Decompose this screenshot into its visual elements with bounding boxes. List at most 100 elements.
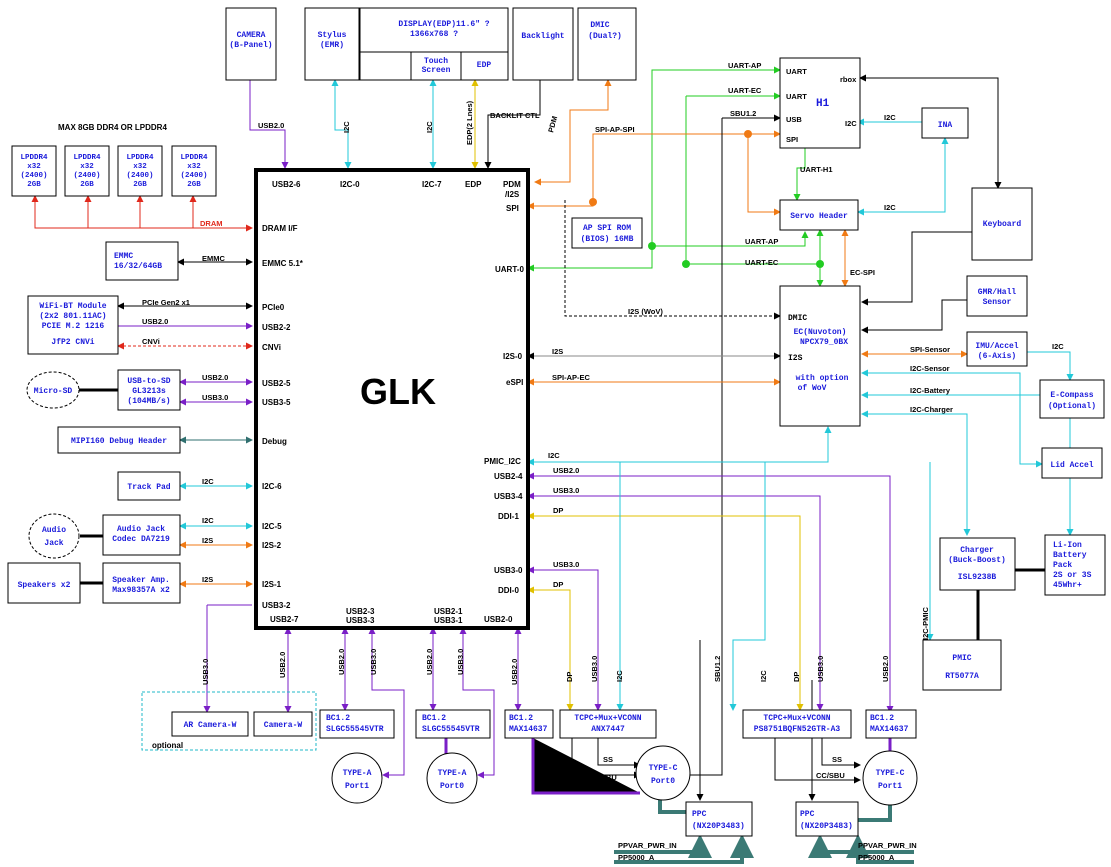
lpddr4-3-block: LPDDR4 x32 (2400) 2GB [117,145,163,197]
block-label: TYPE-C [649,764,678,773]
type-c-port1: TYPE-C Port1 [862,750,918,806]
block-label: BC1.2 [326,714,350,723]
type-a-port1: TYPE-A Port1 [331,752,383,804]
block-label: 2GB [27,181,41,189]
block-label: Screen [422,66,451,75]
block-label: TYPE-C [876,769,905,778]
block-label: x32 [133,163,147,171]
ina-block: INA [921,107,969,139]
servo-header-block: Servo Header [779,199,859,231]
block-label: GL3213s [132,387,166,396]
block-label: DMIC [788,314,807,323]
block-label: MIPI160 Debug Header [71,437,167,446]
wires [31,66,1074,864]
signal-label: USB2.0 [142,317,168,326]
signal-label: PP5000_A [858,853,895,862]
trackpad-block: Track Pad [117,471,181,501]
block-label: Audio Jack [117,525,165,534]
block-label: PPC [800,810,815,819]
wifi-block: WiFi-BT Module (2x2 801.11AC) PCIE M.2 1… [27,295,119,355]
pin-label: DDI-1 [498,512,519,521]
block-label: 1366x768 ? [410,30,458,39]
signal-label: I2S (WoV) [628,307,663,316]
block-label: (Dual?) [588,32,622,41]
block-label: Stylus [318,31,347,40]
block-label: Codec DA7219 [112,535,170,544]
pin-label: UART [786,67,807,76]
tcpc-left-block: TCPC+Mux+VCONN ANX7447 [559,709,657,739]
gmr-block: GMR/Hall Sensor [966,275,1028,317]
signal-label: I2C [1052,342,1064,351]
pin-label: USB2-7 [270,615,299,624]
pin-label: USB3-0 [494,566,523,575]
bc12-d-block: BC1.2 MAX14637 [865,709,917,739]
signal-label: USB3.0 [553,560,579,569]
ppc-right-block: PPC (NX20P3483) [795,801,859,837]
block-label: Battery [1053,551,1087,560]
block-label: (2400) [180,172,207,180]
block-label: Jack [44,539,63,548]
signal-label: PP5000_A [618,853,655,862]
pin-label: USB3-2 [262,601,291,610]
block-label: x32 [80,163,94,171]
ecompass-block: E-Compass (Optional) [1039,379,1105,419]
pin-label: SPI [786,135,798,144]
h1-block: H1 UART UART USB SPI rbox I2C [779,57,861,149]
bc12-a-block: BC1.2 SLGC55545VTR [319,709,395,739]
block-label: DISPLAY(EDP)11.6" ? [398,20,489,29]
pin-label: SPI [506,204,519,213]
signal-label: DP [792,672,801,682]
block-label: with option [796,374,849,383]
block-label: BC1.2 [509,714,533,723]
block-label: Max98357A x2 [112,586,170,595]
ppc-left-block: PPC (NX20P3483) [685,801,753,837]
block-label: (2x2 801.11AC) [39,312,106,321]
block-label: Keyboard [983,220,1022,229]
signal-label: I2C-PMIC [921,606,930,640]
pin-label: USB3-5 [262,398,291,407]
block-label: TCPC+Mux+VCONN [574,714,641,723]
signal-label: SS [603,755,613,764]
block-label: (BIOS) 16MB [581,235,634,244]
audio-codec-block: Audio Jack Codec DA7219 [102,514,181,556]
pin-label: I2C-7 [422,180,442,189]
lpddr4-1-block: LPDDR4 x32 (2400) 2GB [11,145,57,197]
block-label: BC1.2 [870,714,894,723]
signal-label: EC-SPI [850,268,875,277]
block-label: (NX20P3483) [800,822,853,831]
signal-label: I2C [759,670,768,682]
signal-label: USB2.0 [278,652,287,678]
pin-label: PCIe0 [262,303,285,312]
block-label: TYPE-A [438,769,467,778]
block-label: ANX7447 [591,725,625,734]
block-label: x32 [187,163,201,171]
signal-label: I2C [342,121,351,133]
block-label: (2400) [73,172,100,180]
signal-label: USB2.0 [881,656,890,682]
signal-label: USB3.0 [590,656,599,682]
block-label: PPC [692,810,707,819]
soc-title: GLK [360,371,436,412]
lpddr4-4-block: LPDDR4 x32 (2400) 2GB [171,145,217,197]
signal-label: I2C [425,121,434,133]
block-label: LPDDR4 [73,154,101,162]
ec-block: DMIC EC(Nuvoton) NPCX79_0BX I2S with opt… [779,285,861,427]
signal-label: I2C [615,670,624,682]
block-label: Lid Accel [1050,461,1093,470]
pin-label: PDM [503,180,521,189]
ar-camera-block: AR Camera-W [171,711,249,737]
block-label: (NX20P3483) [692,822,745,831]
pin-label: USB2-0 [484,615,513,624]
block-label: DMIC [590,21,609,30]
pin-label: /I2S [505,190,520,199]
signal-labels: USB2.0 I2C I2C EDP(2 Lnes) BACKLIT CTL P… [142,61,1064,862]
pin-label: I2C-6 [262,482,282,491]
block-label: 45Whr+ [1053,581,1082,590]
block-label: 16/32/64GB [114,262,162,271]
microsd-block: Micro-SD [26,371,80,409]
signal-label: I2S [552,347,563,356]
signal-label: SPI-AP-SPI [595,125,635,134]
block-label: Micro-SD [34,387,73,396]
signal-label: I2C-Charger [910,405,953,414]
